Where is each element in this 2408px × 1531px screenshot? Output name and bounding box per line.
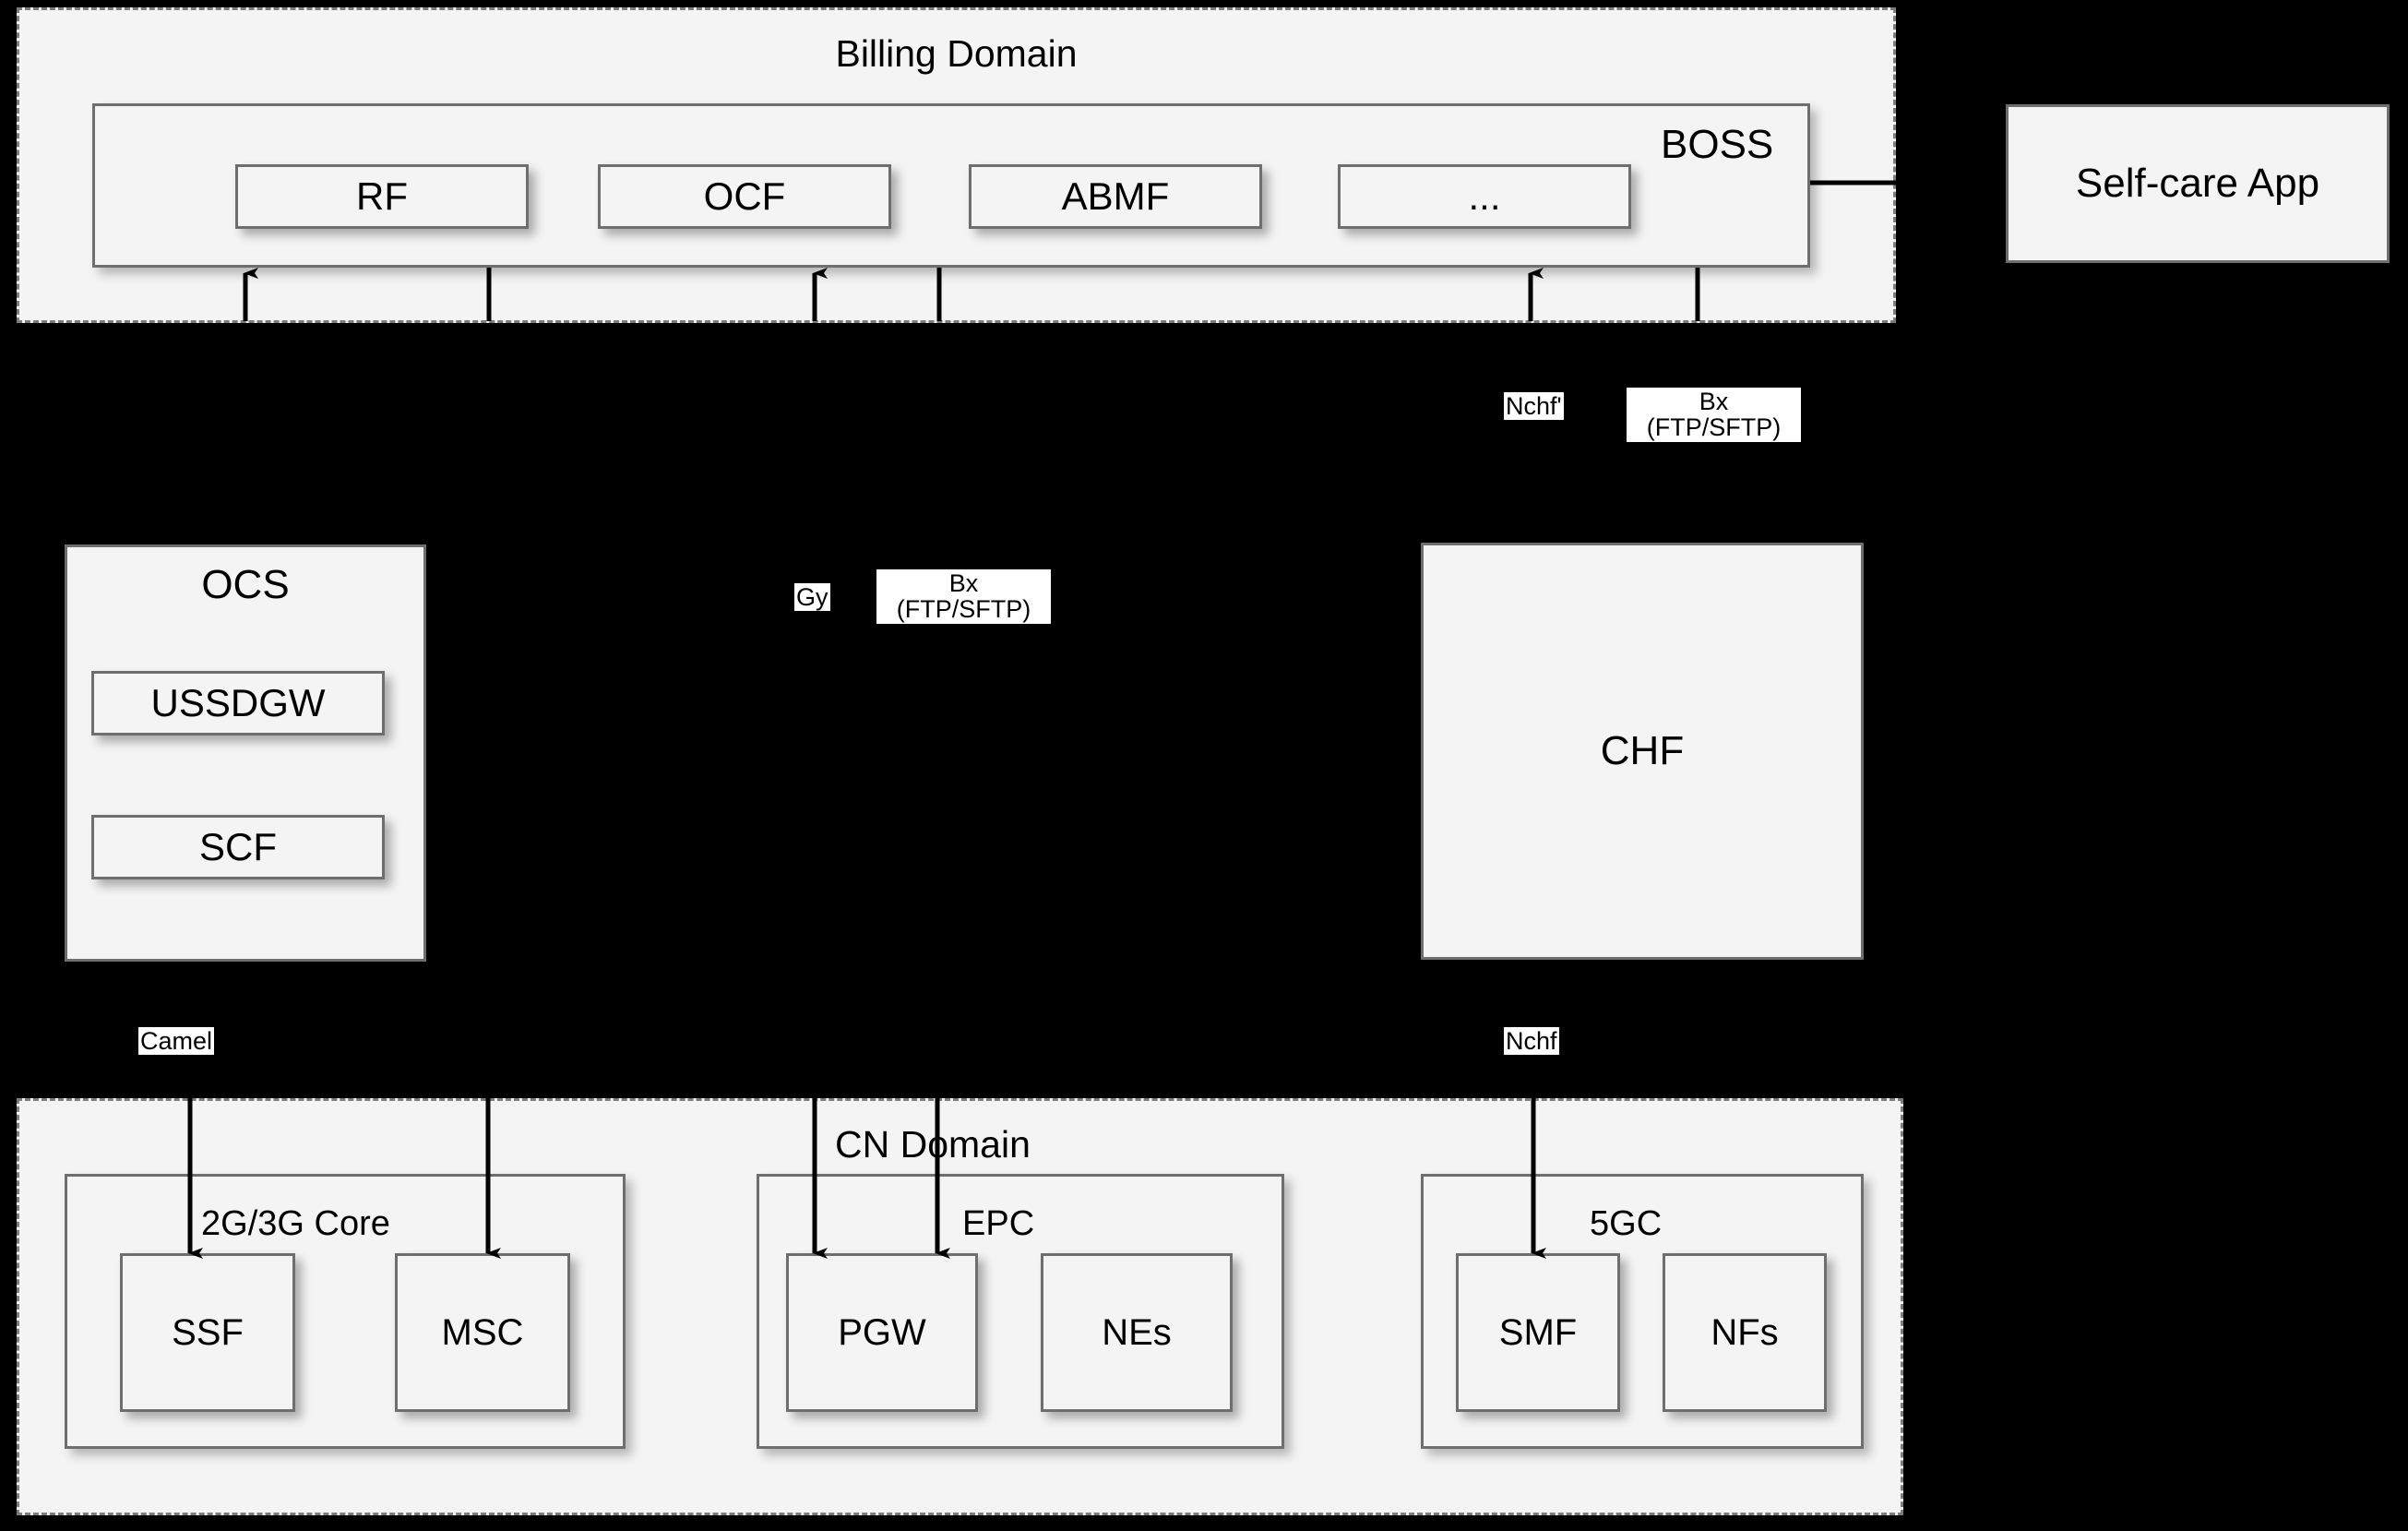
cn-node-ssf[interactable]: SSF xyxy=(120,1253,295,1412)
interface-label-bx-lower: Bx (FTP/SFTP) xyxy=(876,569,1051,624)
ocs-component-scf[interactable]: SCF xyxy=(91,815,385,879)
interface-label-gy: Gy xyxy=(794,583,830,612)
interface-label-bx-upper: Bx (FTP/SFTP) xyxy=(1627,388,1801,442)
interface-label-nchf-prime: Nchf' xyxy=(1504,392,1564,421)
cn-group-5gc-title: 5GC xyxy=(1590,1204,1663,1243)
chf-box[interactable]: CHF xyxy=(1421,543,1864,960)
ocs-container xyxy=(65,544,426,962)
billing-domain-title: Billing Domain xyxy=(835,32,1078,75)
cn-group-2g3g-core-title: 2G/3G Core xyxy=(201,1204,390,1243)
ocs-component-ussdgw[interactable]: USSDGW xyxy=(91,671,385,736)
boss-component-ocf[interactable]: OCF xyxy=(598,164,891,229)
cn-domain-title: CN Domain xyxy=(835,1123,1031,1166)
boss-title: BOSS xyxy=(1661,122,1774,167)
cn-node-pgw[interactable]: PGW xyxy=(786,1253,978,1412)
ocs-title: OCS xyxy=(201,562,290,607)
cn-node-smf[interactable]: SMF xyxy=(1456,1253,1620,1412)
self-care-app-box[interactable]: Self-care App xyxy=(2006,104,2390,263)
cn-node-msc[interactable]: MSC xyxy=(395,1253,570,1412)
cn-group-epc-title: EPC xyxy=(962,1204,1035,1243)
cn-node-nes[interactable]: NEs xyxy=(1041,1253,1233,1412)
interface-label-nchf: Nchf xyxy=(1504,1027,1559,1056)
cn-node-nfs[interactable]: NFs xyxy=(1663,1253,1827,1412)
boss-component-more[interactable]: ... xyxy=(1338,164,1631,229)
boss-component-rf[interactable]: RF xyxy=(235,164,529,229)
interface-label-camel: Camel xyxy=(138,1027,215,1056)
boss-component-abmf[interactable]: ABMF xyxy=(969,164,1262,229)
